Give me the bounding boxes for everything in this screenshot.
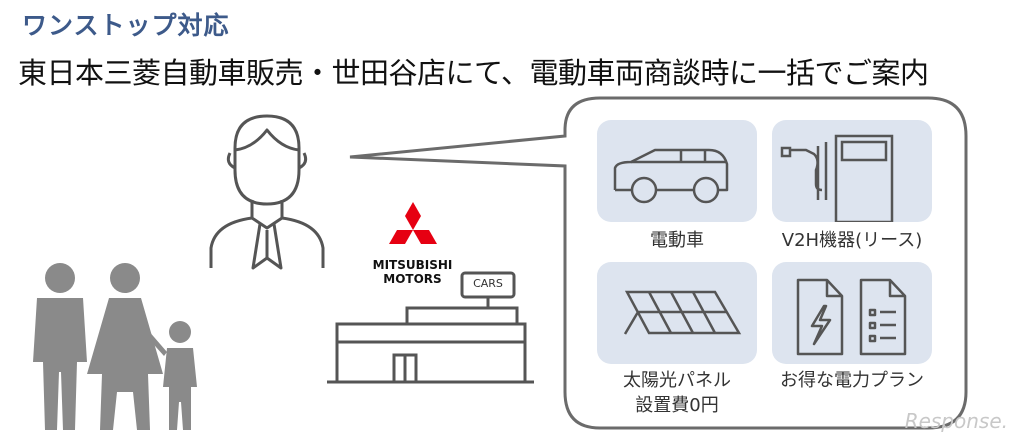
v2h-charger-icon: [780, 134, 894, 222]
slide-subtitle: 東日本三菱自動車販売・世田谷店にて、電動車両商談時に一括でご案内: [18, 56, 929, 90]
service-label-solar-line2: 設置費0円: [635, 395, 719, 416]
store-sign: CARS: [473, 277, 503, 290]
car-icon: [613, 148, 729, 204]
service-tile-ev: [597, 120, 757, 222]
service-tile-plan: [772, 262, 932, 364]
family-icon: [33, 263, 197, 430]
service-label-solar: 太陽光パネル 設置費0円: [582, 368, 772, 418]
slide-title: ワンストップ対応: [22, 11, 230, 40]
service-label-plan: お得な電力プラン: [780, 370, 924, 391]
service-label-v2h: V2H機器(リース): [781, 230, 923, 251]
service-tile-solar: [597, 262, 757, 364]
watermark: Response.: [904, 409, 1008, 433]
service-tile-v2h: [772, 120, 932, 222]
brand-name-line1: MITSUBISHI: [372, 258, 453, 272]
salesperson-customer-icon: [209, 114, 325, 270]
mitsubishi-logo: [389, 202, 437, 244]
service-label-solar-line1: 太陽光パネル: [623, 370, 731, 391]
solar-panel-icon: [623, 290, 742, 335]
service-label-ev: 電動車: [650, 230, 704, 251]
electricity-plan-document-icon: [796, 278, 907, 356]
dealer-store-icon: [327, 271, 534, 384]
brand-name-line2: MOTORS: [383, 272, 442, 286]
